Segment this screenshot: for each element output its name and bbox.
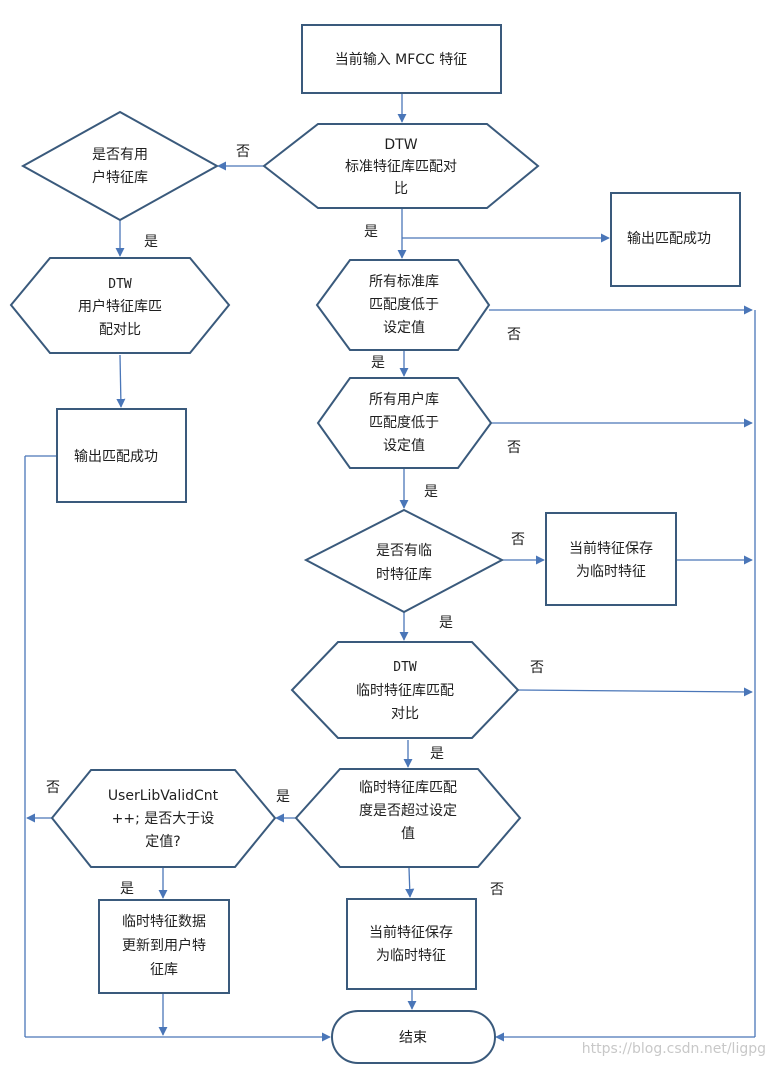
node-has-temp-lib-shape [303, 508, 505, 614]
node-all-user-low-line2: 匹配度低于 [369, 415, 439, 431]
node-texts: 当前输入 MFCC 特征 DTW 标准特征库匹配对 比 是否有用 户特征库 DT… [74, 51, 711, 1046]
connectors [24, 93, 756, 1042]
node-temp-exceed-line1: 临时特征库匹配 [359, 780, 457, 796]
node-dtw-std-line1: DTW [384, 137, 417, 153]
label-no-all-user: 否 [507, 440, 521, 456]
node-has-user-lib-line1: 是否有用 [92, 147, 148, 163]
label-yes-temp-exceed: 是 [276, 789, 290, 805]
node-all-std-low-line2: 匹配度低于 [369, 297, 439, 313]
label-no-cnt-check: 否 [46, 780, 60, 796]
node-update-user-box [98, 899, 230, 994]
label-yes-has-temp: 是 [439, 615, 453, 631]
node-cnt-check-line1: UserLibValidCnt [108, 788, 219, 804]
node-save-temp-1-line2: 为临时特征 [576, 564, 646, 580]
node-save-temp-1-box [545, 512, 677, 606]
node-save-temp-1-line1: 当前特征保存 [569, 540, 653, 557]
node-dtw-temp-line3: 对比 [391, 706, 419, 722]
node-all-std-low-line1: 所有标准库 [369, 274, 439, 290]
edge-dtwtemp-right [517, 687, 753, 697]
node-dtw-temp-line1: DTW [393, 660, 417, 675]
label-no-all-std: 否 [507, 327, 521, 343]
label-yes-has-user: 是 [144, 234, 158, 250]
edge-dtwuser-output [116, 354, 126, 408]
shapes [9, 24, 741, 1064]
label-no-dtw-temp: 否 [530, 660, 544, 676]
node-all-user-low-line1: 所有用户库 [369, 391, 439, 408]
node-output-left-text: 输出匹配成功 [74, 449, 158, 465]
node-save-temp-2-box [346, 898, 477, 990]
edge-exceed-save2 [405, 867, 415, 898]
node-temp-exceed-line2: 度是否超过设定 [359, 803, 457, 819]
label-yes-all-std: 是 [371, 355, 385, 371]
node-save-temp-2-line1: 当前特征保存 [369, 924, 453, 941]
node-dtw-std-line3: 比 [394, 181, 408, 197]
edge-labels: 否 是 是 否 是 否 是 否 是 否 是 是 否 否 是 [46, 144, 544, 898]
node-update-user-line2: 更新到用户特 [122, 937, 206, 954]
label-no-temp-exceed: 否 [490, 882, 504, 898]
node-start-text: 当前输入 MFCC 特征 [335, 51, 468, 68]
node-dtw-user-line2: 用户特征库匹 [78, 298, 162, 315]
watermark: https://blog.csdn.net/ligpg [581, 1041, 766, 1057]
node-has-user-lib-shape [20, 110, 220, 222]
label-yes-all-user: 是 [424, 484, 438, 500]
label-no-has-temp: 否 [511, 532, 525, 548]
node-dtw-user-line1: DTW [108, 277, 132, 292]
node-start-box [301, 24, 502, 94]
label-yes-dtw-std: 是 [364, 224, 378, 240]
node-dtw-user-line3: 配对比 [99, 322, 141, 338]
node-has-user-lib-line2: 户特征库 [92, 169, 148, 186]
node-dtw-user-shape [9, 257, 231, 354]
node-cnt-check-line2: ++; 是否大于设 [112, 811, 215, 827]
node-cnt-check-line3: 定值? [145, 834, 180, 850]
node-update-user-line1: 临时特征数据 [122, 914, 206, 930]
node-save-temp-2-line2: 为临时特征 [376, 948, 446, 964]
node-dtw-temp-shape [290, 641, 520, 739]
node-output-top-text: 输出匹配成功 [627, 231, 711, 247]
node-output-top-box [610, 192, 741, 287]
node-output-left-box [56, 408, 187, 503]
node-dtw-temp-line2: 临时特征库匹配 [356, 683, 454, 699]
label-no-dtw-std: 否 [236, 144, 250, 160]
node-dtw-std-line2: 标准特征库匹配对 [345, 159, 457, 175]
node-all-user-low-line3: 设定值 [383, 438, 425, 454]
node-has-temp-lib-line2: 时特征库 [376, 567, 432, 583]
node-dtw-std-shape [262, 123, 540, 209]
node-end-shape [331, 1010, 496, 1064]
node-all-std-low-line3: 设定值 [383, 320, 425, 336]
node-has-temp-lib-line1: 是否有临 [376, 543, 432, 559]
node-end-text: 结束 [399, 1030, 427, 1046]
node-all-std-low-shape [315, 259, 491, 351]
node-temp-exceed-shape [294, 768, 522, 868]
node-temp-exceed-line3: 值 [401, 826, 415, 842]
node-all-user-low-shape [316, 377, 493, 469]
label-yes-cnt-check: 是 [120, 881, 134, 897]
node-update-user-line3: 征库 [150, 962, 178, 978]
label-yes-dtw-temp: 是 [430, 746, 444, 762]
node-cnt-check-shape [50, 769, 277, 868]
